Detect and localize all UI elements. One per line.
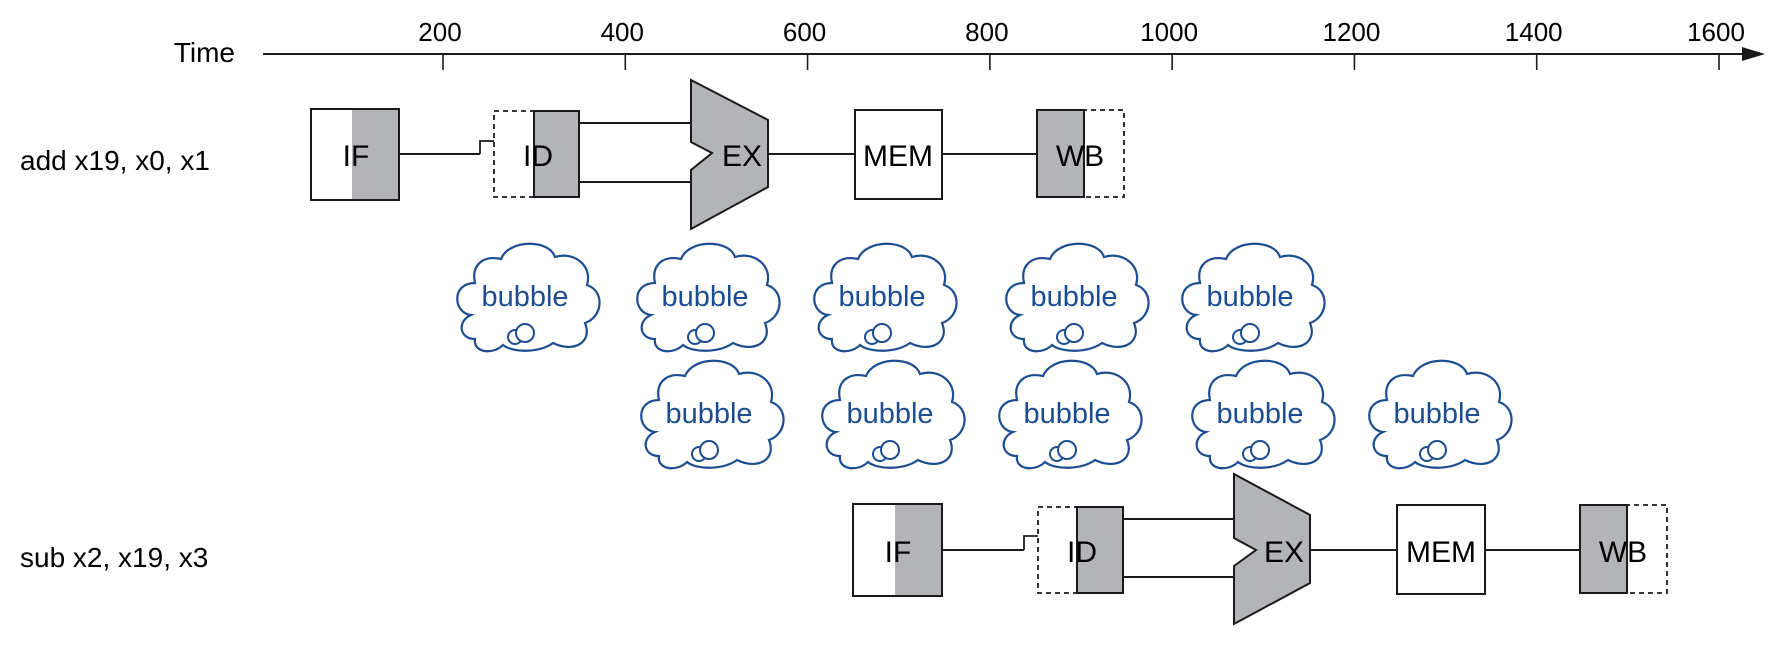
stage-id: ID xyxy=(493,110,580,198)
stage-mem: MEM xyxy=(1396,504,1486,595)
stage-wb: WB xyxy=(1036,109,1125,198)
axis-tick-label: 1000 xyxy=(1140,17,1198,47)
axis-tick-label: 1400 xyxy=(1505,17,1563,47)
stage-label: WB xyxy=(1056,140,1104,173)
bubble-cloud: bubble xyxy=(998,359,1143,470)
bubble-label: bubble xyxy=(838,281,925,313)
instruction-label: sub x2, x19, x3 xyxy=(20,542,208,573)
axis-label: Time xyxy=(174,37,235,68)
stage-label: WB xyxy=(1599,536,1647,569)
stage-label: MEM xyxy=(1406,536,1476,569)
stage-label: IF xyxy=(343,140,370,173)
stage-label: EX xyxy=(1264,536,1304,569)
bubble-cloud: bubble xyxy=(456,242,601,353)
bubble-label: bubble xyxy=(1393,398,1480,430)
stage-wb: WB xyxy=(1579,504,1668,594)
bubble-area: bubble bubble bubble bubble bubble bubble bubb… xyxy=(456,242,1513,470)
axis-tick-label: 600 xyxy=(783,17,826,47)
axis-tick-label: 400 xyxy=(601,17,644,47)
bubble-label: bubble xyxy=(1023,398,1110,430)
stage-if: IF xyxy=(310,108,400,201)
stage-label: ID xyxy=(523,140,553,173)
stage-shade xyxy=(1579,504,1628,594)
axis-tick-label: 200 xyxy=(418,17,461,47)
bubble-label: bubble xyxy=(1216,398,1303,430)
axis-arrow-icon xyxy=(1742,47,1765,61)
stage-ex-alu: EX xyxy=(1233,472,1311,626)
bubble-cloud: bubble xyxy=(640,359,785,470)
stage-shade xyxy=(1036,109,1085,198)
stage-label: EX xyxy=(722,140,762,173)
bubble-label: bubble xyxy=(1206,281,1293,313)
bubble-label: bubble xyxy=(661,281,748,313)
bubble-label: bubble xyxy=(846,398,933,430)
bubble-cloud: bubble xyxy=(813,242,958,353)
axis-tick-label: 800 xyxy=(965,17,1008,47)
stage-shade xyxy=(1076,506,1124,594)
bubble-label: bubble xyxy=(1030,281,1117,313)
stage-ex-alu: EX xyxy=(690,78,769,231)
bubble-label: bubble xyxy=(665,398,752,430)
bubble-cloud: bubble xyxy=(1005,242,1150,353)
axis-tick-label: 1600 xyxy=(1687,17,1745,47)
time-axis: Time 200 400 600 800 1000 1200 1400 1600 xyxy=(174,17,1765,70)
instruction-row-add: add x19, x0, x1 IF ID EX MEM xyxy=(20,78,1125,231)
bubble-cloud: bubble xyxy=(1368,359,1513,470)
instruction-row-sub: sub x2, x19, x3 IF ID EX MEM xyxy=(20,472,1668,626)
axis-ticks: 200 400 600 800 1000 1200 1400 1600 xyxy=(418,17,1745,70)
bubble-label: bubble xyxy=(481,281,568,313)
instruction-label: add x19, x0, x1 xyxy=(20,145,210,176)
stage-label: ID xyxy=(1067,536,1097,569)
stage-if: IF xyxy=(852,503,943,597)
stage-shade xyxy=(352,110,398,199)
stage-label: MEM xyxy=(863,140,933,173)
stage-shade xyxy=(533,110,580,198)
stage-mem: MEM xyxy=(854,109,943,200)
bubble-cloud: bubble xyxy=(636,242,781,353)
bubble-cloud: bubble xyxy=(821,359,966,470)
axis-tick-label: 1200 xyxy=(1323,17,1381,47)
bubble-cloud: bubble xyxy=(1181,242,1326,353)
stage-shade xyxy=(895,505,941,595)
stage-id: ID xyxy=(1037,506,1124,594)
bubble-cloud: bubble xyxy=(1191,359,1336,470)
stage-label: IF xyxy=(885,536,912,569)
